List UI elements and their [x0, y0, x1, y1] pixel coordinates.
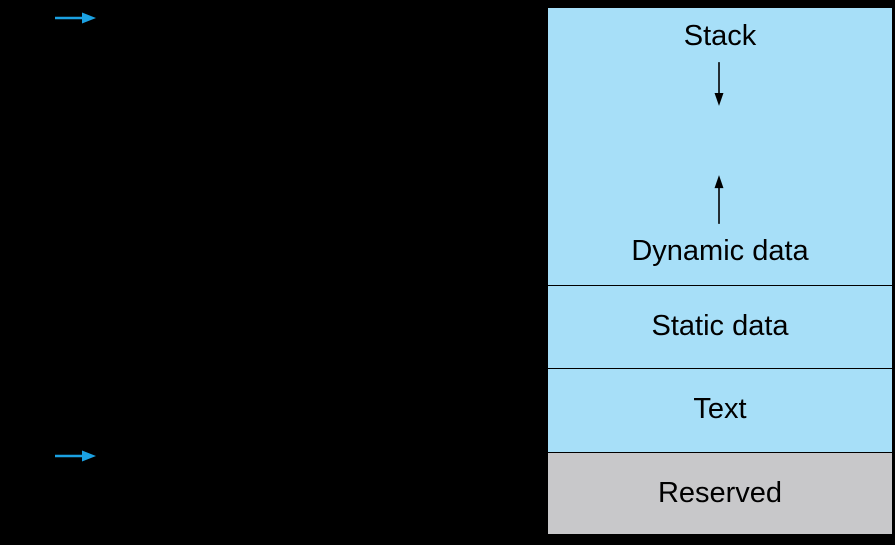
- dynamic-data-label: Dynamic data: [631, 235, 809, 267]
- segment-reserved: Reserved: [548, 453, 892, 534]
- stack-label: Stack: [683, 20, 757, 52]
- segment-text: Text: [548, 369, 892, 453]
- pointer-arrow-bottom-icon: [55, 450, 96, 462]
- segment-static-data: Static data: [548, 286, 892, 369]
- arrow-up-icon: [714, 175, 724, 224]
- pointer-arrow-top-icon: [55, 12, 96, 24]
- reserved-label: Reserved: [657, 477, 783, 509]
- memory-block: Stack Dynamic data Static data Text Rese…: [547, 7, 893, 535]
- segment-stack-dynamic: Stack Dynamic data: [548, 8, 892, 286]
- arrow-down-icon: [714, 62, 724, 106]
- static-data-label: Static data: [651, 310, 789, 342]
- text-label: Text: [693, 393, 747, 425]
